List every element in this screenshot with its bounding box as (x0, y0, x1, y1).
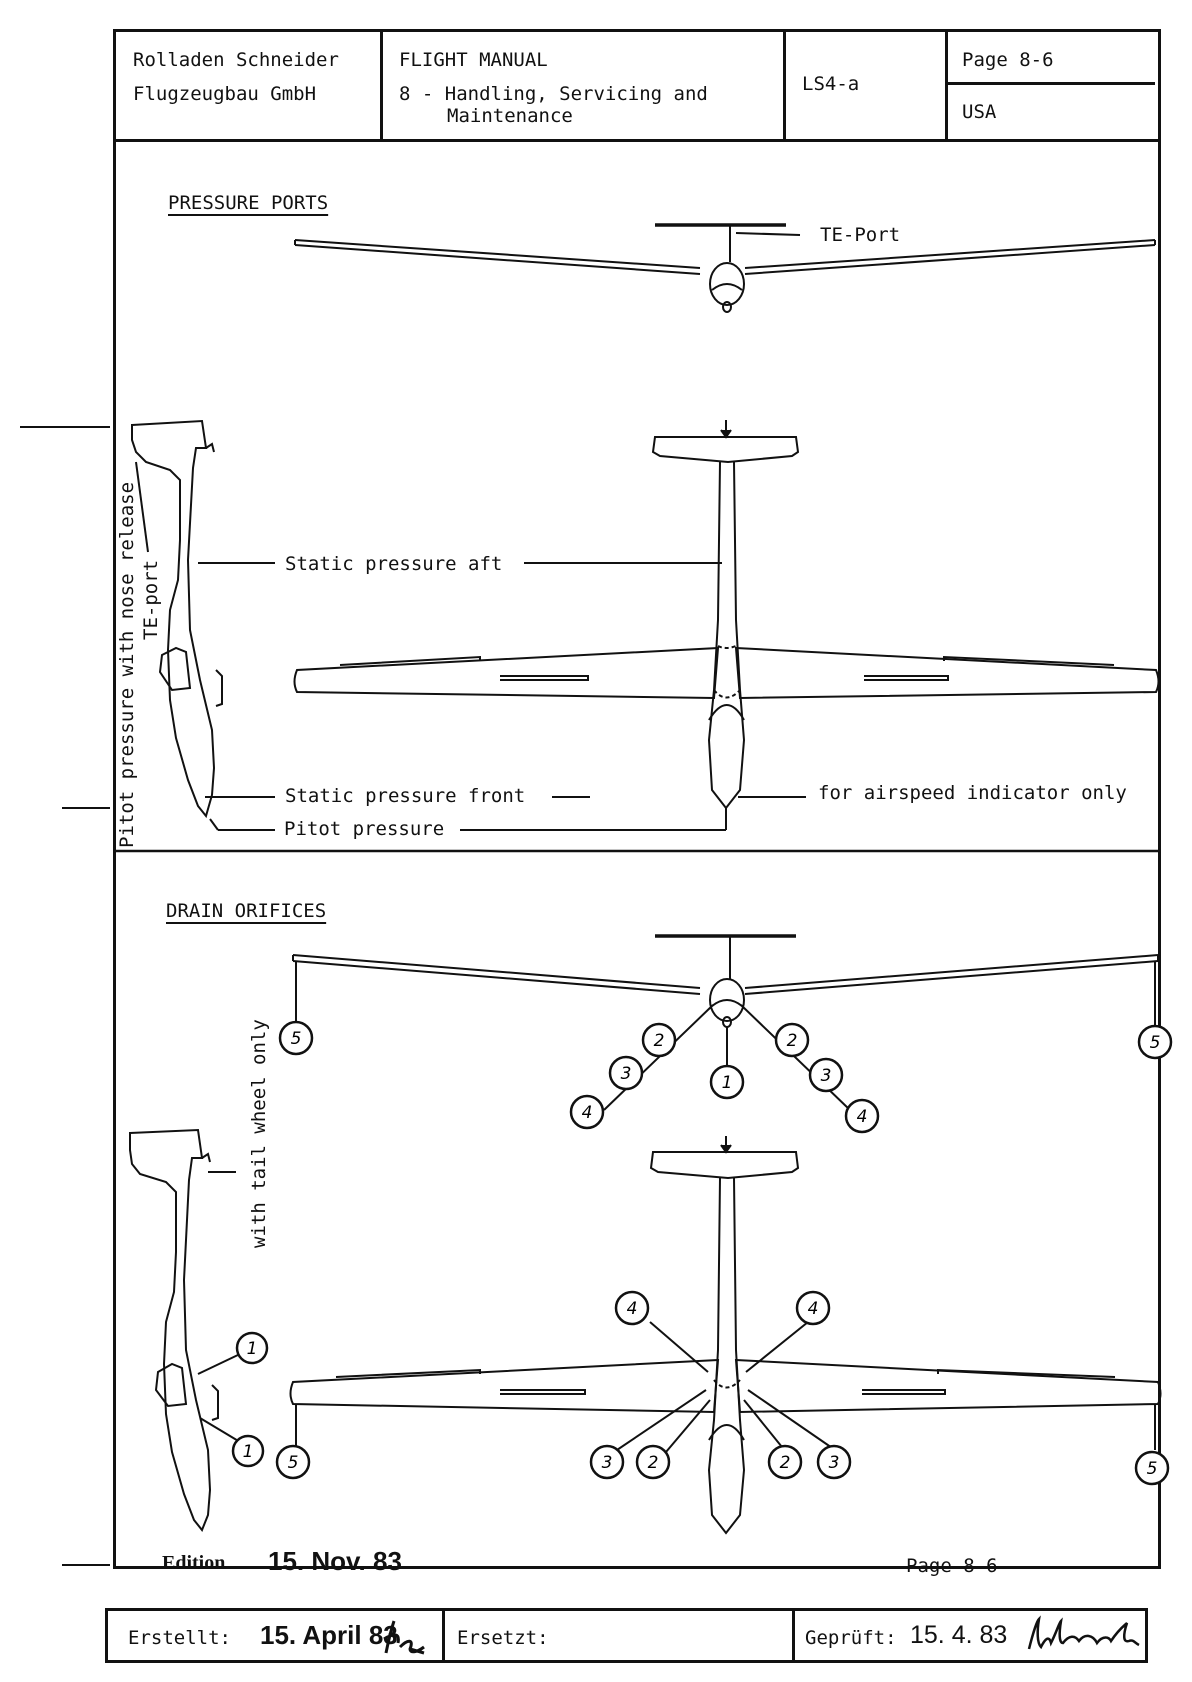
svg-text:4: 4 (627, 1299, 638, 1319)
created-initials (383, 1620, 425, 1655)
svg-text:2: 2 (648, 1453, 659, 1473)
callout-3-left: 3 (608, 1055, 644, 1091)
page-cell-divider (948, 82, 1155, 85)
svg-text:5: 5 (1147, 1459, 1158, 1479)
svg-text:4: 4 (582, 1103, 593, 1123)
edition-label: Edition (162, 1552, 226, 1574)
created-cell: Erstellt: 15. April 83 (108, 1611, 445, 1660)
svg-text:2: 2 (787, 1031, 798, 1051)
pressure-ports-heading: PRESSURE PORTS (168, 192, 329, 214)
callout-4-right: 4 (844, 1098, 880, 1134)
pitot-nose-release-label: Pitot pressure with nose release (116, 481, 138, 848)
airspeed-note: for airspeed indicator only (818, 782, 1127, 804)
callout-2-left: 2 (641, 1022, 677, 1058)
callout-2-bottom-right: 2 (767, 1444, 803, 1480)
page-frame (113, 29, 1161, 1569)
static-aft-label: Static pressure aft (285, 553, 503, 575)
svg-text:3: 3 (621, 1064, 632, 1084)
page-number: Page 8-6 (962, 49, 1054, 71)
pressure-leaders (135, 461, 806, 831)
replaced-label: Ersetzt: (457, 1627, 549, 1649)
callout-3-bottom-left: 3 (589, 1444, 625, 1480)
region-label: USA (962, 101, 997, 123)
glider-top-view-2 (289, 1136, 1162, 1535)
company-cell: Rolladen Schneider Flugzeugbau GmbH (113, 29, 383, 139)
checked-signature (1027, 1615, 1140, 1650)
svg-text:1: 1 (247, 1339, 258, 1359)
checked-label: Geprüft: (805, 1627, 897, 1649)
svg-text:5: 5 (291, 1029, 302, 1049)
approval-footer: Erstellt: 15. April 83 Ersetzt: Geprüft:… (105, 1608, 1148, 1663)
svg-text:3: 3 (829, 1453, 840, 1473)
tail-wheel-note: with tail wheel only (248, 1019, 270, 1248)
created-label: Erstellt: (128, 1627, 231, 1649)
svg-text:1: 1 (243, 1442, 254, 1462)
company-line-1: Rolladen Schneider (133, 49, 339, 71)
svg-text:2: 2 (780, 1453, 791, 1473)
callout-4-top-left: 4 (614, 1290, 650, 1326)
svg-text:4: 4 (808, 1299, 819, 1319)
manual-title: FLIGHT MANUAL (399, 49, 548, 71)
checked-date: 15. 4. 83 (910, 1621, 1008, 1649)
company-line-2: Flugzeugbau GmbH (133, 83, 317, 105)
glider-side-view-2 (129, 1128, 241, 1532)
callout-5-bottom-right: 5 (1134, 1450, 1170, 1486)
edition-date: 15. Nov. 83 (268, 1546, 402, 1576)
callout-3-right: 3 (808, 1057, 844, 1093)
callout-2-bottom-left: 2 (635, 1444, 671, 1480)
glider-front-view-2 (292, 934, 1159, 1111)
created-date: 15. April 83 (260, 1620, 398, 1650)
section-title-line-1: 8 - Handling, Servicing and (399, 83, 708, 105)
page-cell: Page 8-6 USA (948, 29, 1155, 139)
te-port-label: TE-Port (820, 224, 901, 246)
callout-3-bottom-right: 3 (816, 1444, 852, 1480)
replaced-cell: Ersetzt: (445, 1611, 795, 1660)
svg-text:5: 5 (1150, 1033, 1161, 1053)
callout-4-top-right: 4 (795, 1290, 831, 1326)
drain-orifices-heading: DRAIN ORIFICES (166, 900, 327, 922)
svg-text:5: 5 (288, 1453, 299, 1473)
te-port-side-label: TE-port (140, 559, 162, 640)
model-cell: LS4-a (786, 29, 948, 139)
section-title-line-2: Maintenance (447, 105, 573, 127)
callout-1-side-upper: 1 (235, 1331, 269, 1365)
edition-page: Page 8-6 (906, 1555, 998, 1577)
svg-text:4: 4 (857, 1107, 868, 1127)
model-label: LS4-a (802, 73, 860, 95)
svg-text:3: 3 (602, 1453, 613, 1473)
checked-cell: Geprüft: 15. 4. 83 (795, 1611, 1145, 1660)
static-front-label: Static pressure front (285, 785, 526, 807)
callout-5-right: 5 (1137, 1024, 1173, 1060)
callout-4-left: 4 (569, 1094, 605, 1130)
document-header: Rolladen Schneider Flugzeugbau GmbH FLIG… (113, 29, 1161, 142)
svg-text:2: 2 (654, 1031, 665, 1051)
glider-top-view-1 (293, 420, 1160, 810)
callout-1-side-lower: 1 (231, 1434, 265, 1468)
glider-front-view-1 (294, 223, 1156, 313)
callout-1-center: 1 (709, 1064, 745, 1100)
pitot-label: Pitot pressure (284, 818, 445, 840)
callout-5-bottom-left: 5 (275, 1444, 311, 1480)
drain-callouts: 5 5 1 2 3 4 2 3 4 1 1 5 5 4 4 3 2 2 3 (231, 1020, 1173, 1486)
callout-5-left: 5 (278, 1020, 314, 1056)
glider-side-view-1 (131, 419, 223, 819)
manual-cell: FLIGHT MANUAL 8 - Handling, Servicing an… (383, 29, 786, 139)
svg-text:1: 1 (722, 1073, 733, 1093)
callout-2-right: 2 (774, 1022, 810, 1058)
svg-text:3: 3 (821, 1066, 832, 1086)
